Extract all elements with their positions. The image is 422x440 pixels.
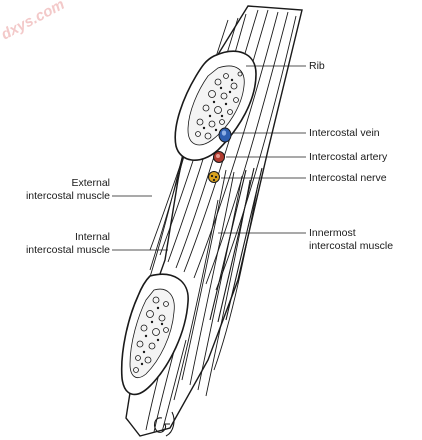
neurovascular-bundle: [208, 127, 232, 183]
label-internal-intercostal-muscle: Internal intercostal muscle: [26, 231, 110, 257]
label-innermost-line1: Innermost: [309, 227, 356, 239]
label-internal-line1: Internal: [74, 231, 110, 243]
label-intercostal-artery-text: Intercostal artery: [309, 151, 388, 163]
leader-lines: [112, 65, 306, 251]
label-innermost-intercostal-muscle: Innermost intercostal muscle: [309, 227, 393, 253]
lower-rib: [120, 273, 189, 396]
label-rib-text: Rib: [309, 60, 325, 72]
label-external-line2: intercostal muscle: [25, 190, 110, 202]
artist-signature: [153, 411, 175, 437]
label-intercostal-nerve: Intercostal nerve: [309, 172, 387, 185]
label-external-line1: External: [71, 177, 110, 189]
label-intercostal-vein-text: Intercostal vein: [309, 127, 380, 139]
label-intercostal-nerve-text: Intercostal nerve: [309, 172, 387, 184]
label-rib: Rib: [309, 60, 325, 73]
upper-rib: [174, 50, 257, 161]
label-innermost-line2: intercostal muscle: [309, 240, 394, 252]
label-intercostal-artery: Intercostal artery: [309, 151, 387, 164]
intercostal-nerve-icon: [208, 171, 220, 183]
innermost-intercostal-fibers: [209, 167, 263, 323]
label-internal-line2: intercostal muscle: [25, 244, 110, 256]
watermark: dxys.com: [0, 0, 67, 43]
label-intercostal-vein: Intercostal vein: [309, 127, 380, 140]
label-external-intercostal-muscle: External intercostal muscle: [26, 177, 110, 203]
